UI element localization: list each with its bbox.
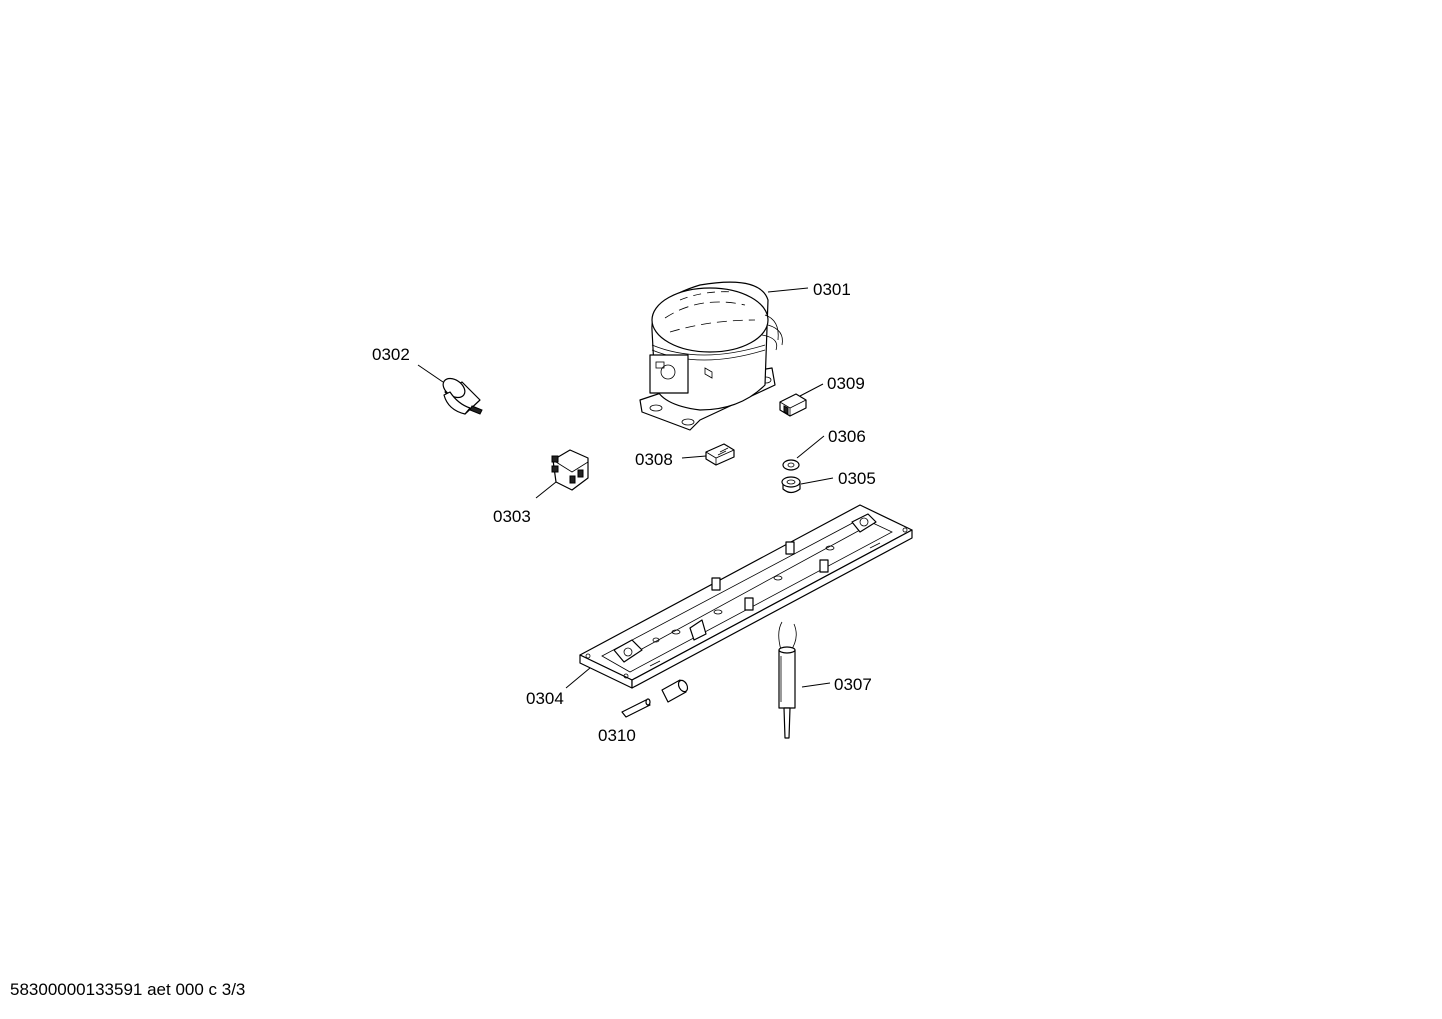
leader-0305 <box>800 477 834 485</box>
overload-part-0303[interactable] <box>551 449 589 491</box>
leader-0306 <box>796 435 825 459</box>
pin-part-0310[interactable] <box>621 679 689 718</box>
grommet-part-0305[interactable] <box>781 476 801 494</box>
base-rail-part-0304[interactable] <box>579 504 913 689</box>
leader-0309 <box>799 383 824 397</box>
leader-0302 <box>417 364 444 383</box>
washer-part-0306[interactable] <box>782 459 800 471</box>
label-0307: 0307 <box>834 675 872 694</box>
leader-0307 <box>801 682 831 688</box>
label-0301: 0301 <box>813 280 851 299</box>
label-0310: 0310 <box>598 726 636 745</box>
compressor-part-0301[interactable] <box>639 281 783 431</box>
leader-0303 <box>535 481 557 499</box>
label-0308: 0308 <box>635 450 673 469</box>
leader-0301 <box>767 287 809 293</box>
clip-part-0308[interactable] <box>705 443 735 466</box>
label-0309: 0309 <box>827 374 865 393</box>
label-0304: 0304 <box>526 689 564 708</box>
label-0302: 0302 <box>372 345 410 364</box>
leader-0308 <box>681 455 707 459</box>
label-0303: 0303 <box>493 507 531 526</box>
relay-part-0302[interactable] <box>440 375 483 415</box>
document-reference: 58300000133591 aet 000 c 3/3 <box>10 980 246 999</box>
leader-0304 <box>565 667 591 689</box>
label-0305: 0305 <box>838 469 876 488</box>
clip-part-0309[interactable] <box>779 393 807 417</box>
label-0306: 0306 <box>828 427 866 446</box>
dryer-part-0307[interactable] <box>778 621 797 739</box>
